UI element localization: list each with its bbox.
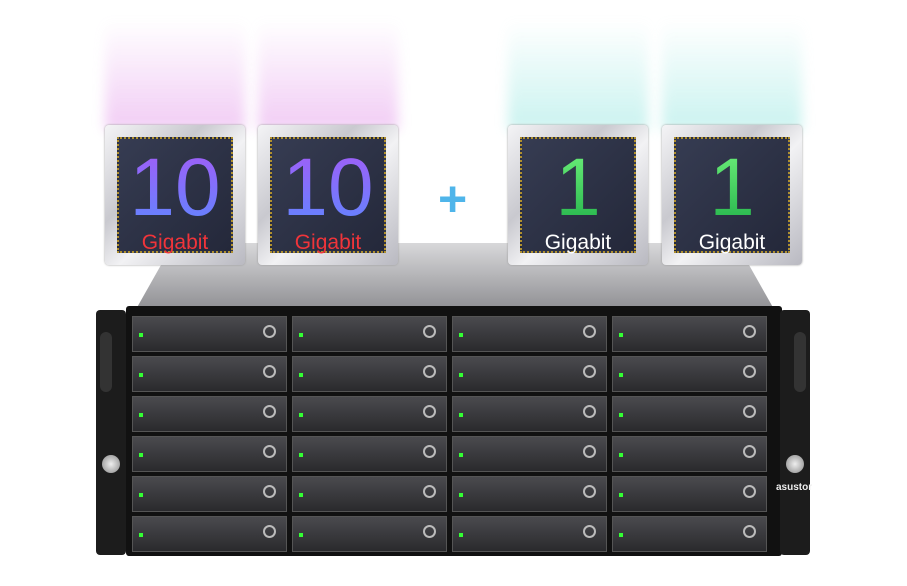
status-led: [139, 533, 143, 537]
status-led: [459, 533, 463, 537]
status-led: [459, 413, 463, 417]
status-led: [619, 333, 623, 337]
brand-logo: asustor: [776, 482, 813, 493]
glow-purple: [105, 20, 245, 130]
lock-icon: [583, 325, 596, 338]
status-led: [139, 373, 143, 377]
status-led: [619, 413, 623, 417]
lock-icon: [743, 445, 756, 458]
status-led: [299, 533, 303, 537]
lock-icon: [583, 365, 596, 378]
drive-bay[interactable]: [132, 316, 287, 352]
lock-icon: [423, 485, 436, 498]
lock-icon: [263, 485, 276, 498]
drive-bay[interactable]: [292, 516, 447, 552]
glow-cyan: [662, 20, 802, 130]
lock-icon: [263, 405, 276, 418]
drive-bay[interactable]: [452, 516, 607, 552]
lock-icon: [583, 405, 596, 418]
status-led: [459, 493, 463, 497]
drive-bay[interactable]: [292, 396, 447, 432]
drive-bay[interactable]: [452, 396, 607, 432]
lock-icon: [423, 325, 436, 338]
speed-unit: Gigabit: [544, 231, 612, 254]
drive-bay[interactable]: [132, 356, 287, 392]
drive-bay[interactable]: [132, 436, 287, 472]
drive-bay[interactable]: [612, 316, 767, 352]
status-led: [299, 373, 303, 377]
drive-bay[interactable]: [132, 396, 287, 432]
drive-bay[interactable]: [612, 396, 767, 432]
drive-bay[interactable]: [292, 436, 447, 472]
rack-ear-right: [780, 310, 810, 555]
status-led: [299, 333, 303, 337]
thumb-screw: [786, 455, 804, 473]
status-led: [299, 413, 303, 417]
lock-icon: [743, 405, 756, 418]
speed-value: 1: [522, 147, 634, 229]
drive-bay[interactable]: [292, 316, 447, 352]
status-led: [619, 373, 623, 377]
lock-icon: [423, 445, 436, 458]
lock-icon: [423, 365, 436, 378]
speed-value: 1: [676, 147, 788, 229]
drive-bay[interactable]: [452, 316, 607, 352]
drive-bay[interactable]: [452, 436, 607, 472]
drive-bay[interactable]: [612, 356, 767, 392]
drive-bay[interactable]: [132, 476, 287, 512]
status-led: [619, 533, 623, 537]
lock-icon: [583, 485, 596, 498]
lock-icon: [423, 525, 436, 538]
lock-icon: [743, 485, 756, 498]
drive-bay[interactable]: [452, 476, 607, 512]
status-led: [459, 453, 463, 457]
status-led: [459, 333, 463, 337]
lock-icon: [263, 365, 276, 378]
lock-icon: [743, 325, 756, 338]
handle: [100, 332, 112, 392]
drive-bay[interactable]: [292, 476, 447, 512]
status-led: [139, 333, 143, 337]
drive-bay[interactable]: [292, 356, 447, 392]
lock-icon: [263, 525, 276, 538]
speed-unit: Gigabit: [698, 231, 766, 254]
speed-unit: Gigabit: [141, 231, 209, 254]
speed-value: 10: [119, 147, 231, 229]
glow-purple: [258, 20, 398, 130]
lock-icon: [423, 405, 436, 418]
drive-bay[interactable]: [612, 476, 767, 512]
thumb-screw: [102, 455, 120, 473]
lock-icon: [263, 325, 276, 338]
status-led: [139, 493, 143, 497]
drive-bay[interactable]: [612, 436, 767, 472]
rack-ear-left: [96, 310, 126, 555]
drive-bay[interactable]: [452, 356, 607, 392]
status-led: [139, 413, 143, 417]
status-led: [139, 453, 143, 457]
lock-icon: [743, 365, 756, 378]
drive-bay[interactable]: [612, 516, 767, 552]
status-led: [619, 493, 623, 497]
status-led: [459, 373, 463, 377]
speed-value: 10: [272, 147, 384, 229]
speed-unit: Gigabit: [294, 231, 362, 254]
lock-icon: [743, 525, 756, 538]
plus-sign: +: [438, 171, 468, 227]
nas-front-panel: [126, 306, 782, 556]
lock-icon: [263, 445, 276, 458]
lock-icon: [583, 525, 596, 538]
status-led: [619, 453, 623, 457]
glow-cyan: [508, 20, 648, 130]
status-led: [299, 453, 303, 457]
lock-icon: [583, 445, 596, 458]
drive-bay[interactable]: [132, 516, 287, 552]
handle: [794, 332, 806, 392]
status-led: [299, 493, 303, 497]
